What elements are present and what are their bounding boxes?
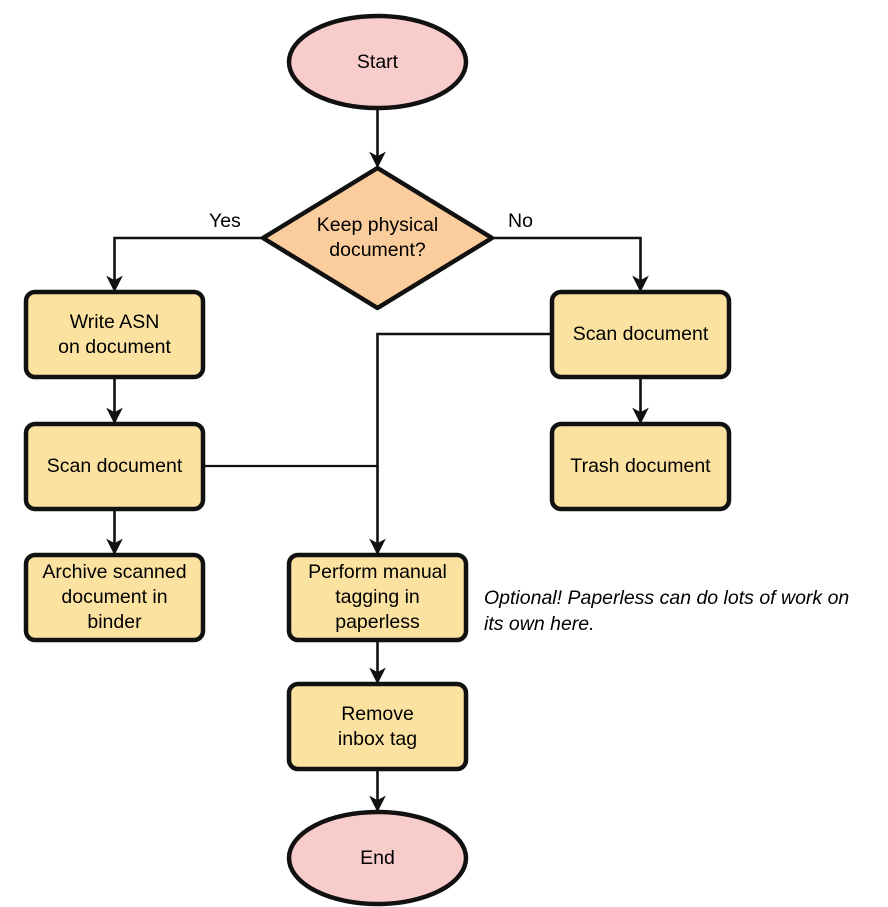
edge-yes-to-write-asn [106, 236, 263, 293]
node-remove-inbox-tag[interactable] [286, 681, 469, 772]
edge-label-no: No [508, 210, 533, 232]
node-keep-physical-document[interactable] [260, 165, 495, 311]
node-scan-document-left[interactable] [23, 421, 206, 512]
node-trash-document[interactable] [549, 421, 732, 512]
optional-note: Optional! Paperless can do lots of work … [484, 587, 850, 635]
node-archive-scanned-document-in-binder[interactable] [23, 552, 206, 643]
node-perform-manual-tagging-in-paperless[interactable] [286, 552, 469, 643]
edge-group [106, 108, 649, 813]
edge-no-to-scan-right [492, 236, 649, 293]
node-scan-document-right[interactable] [549, 289, 732, 380]
edge-label-yes: Yes [209, 210, 241, 232]
edge-scan-right-to-manual-tagging [369, 332, 552, 556]
node-write-asn-on-document[interactable] [23, 289, 206, 380]
node-end[interactable] [286, 809, 469, 907]
node-start[interactable] [286, 13, 469, 111]
